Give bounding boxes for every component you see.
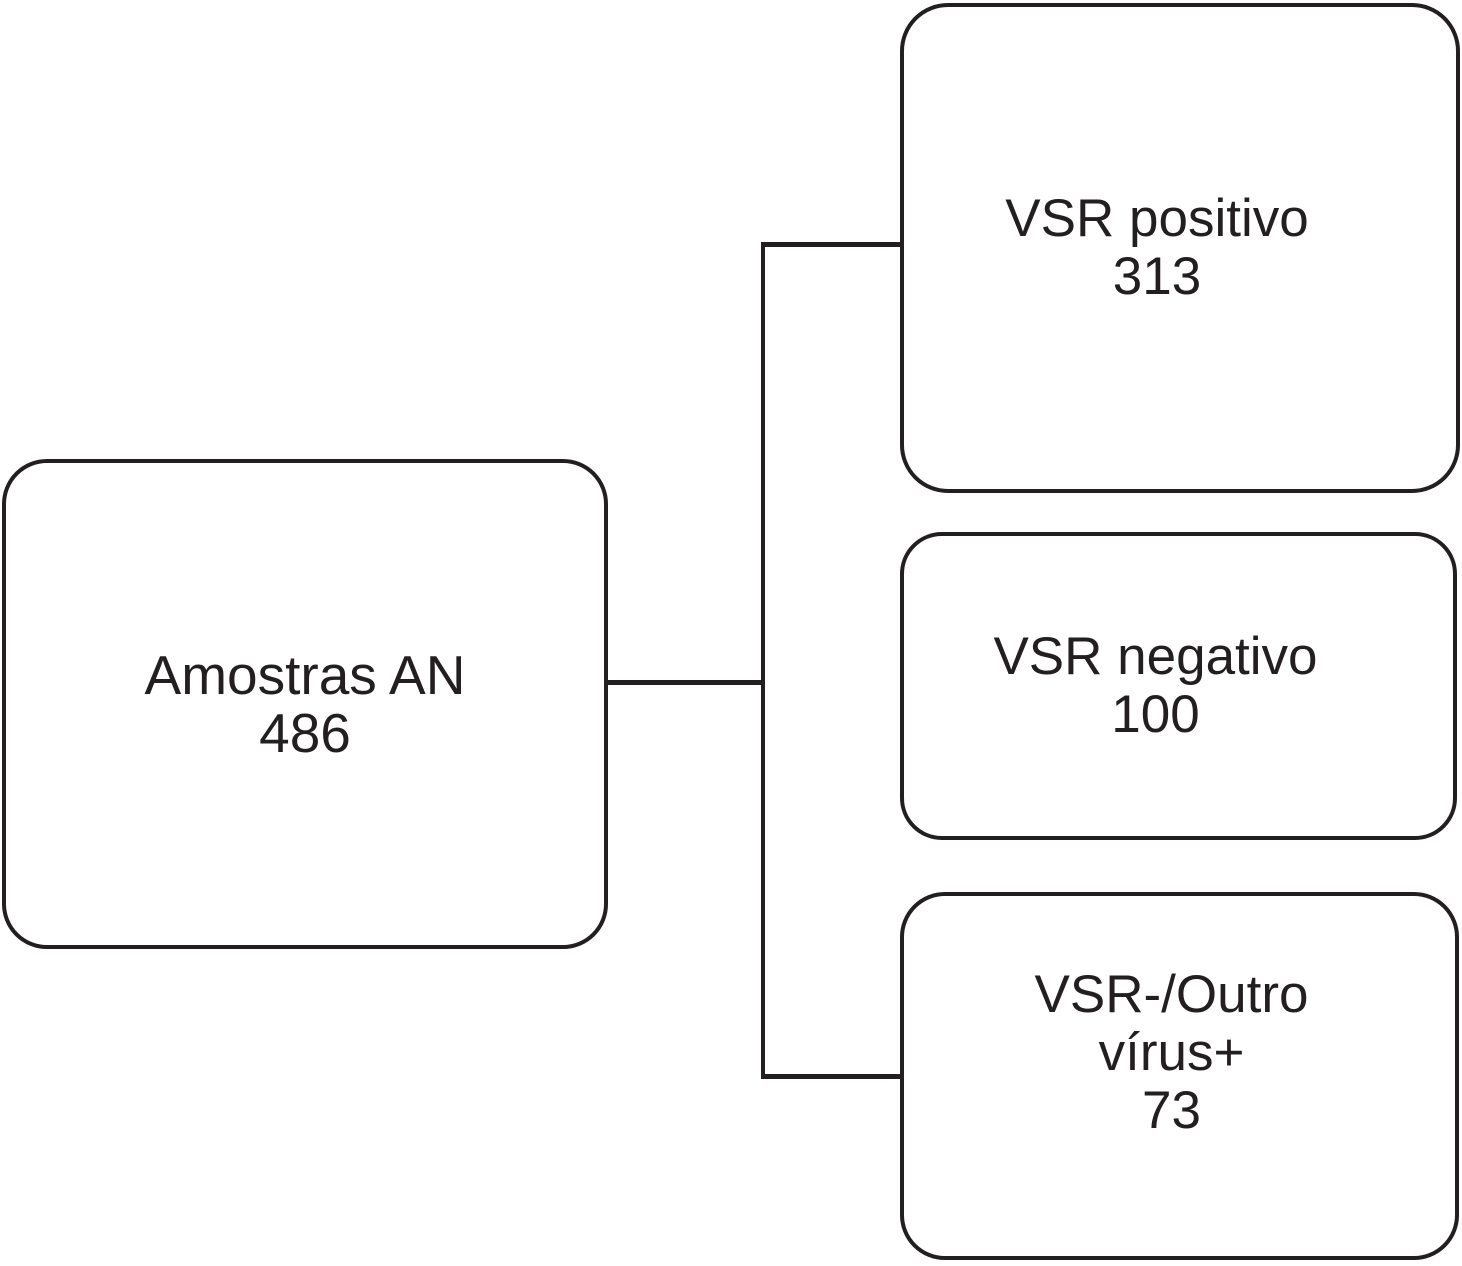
node-vsr-negativo-value: 100 <box>1111 685 1200 744</box>
connector-trunk-vertical <box>761 242 765 1079</box>
node-vsr-negativo: VSR negativo 100 <box>900 532 1457 840</box>
connector-trunk-to-vsr-positivo <box>763 242 902 247</box>
node-vsr-outro-virus-label-line2: vírus+ <box>1098 1023 1245 1082</box>
node-amostras-an-label: Amostras AN <box>144 644 466 706</box>
node-vsr-positivo-value: 313 <box>1112 247 1202 306</box>
node-amostras-an-value: 486 <box>259 702 351 764</box>
node-vsr-outro-virus: VSR-/Outro vírus+ 73 <box>900 892 1459 1260</box>
node-vsr-positivo: VSR positivo 313 <box>900 3 1460 493</box>
node-vsr-negativo-label: VSR negativo <box>993 627 1318 686</box>
node-vsr-outro-virus-label-line1: VSR-/Outro <box>1034 965 1309 1024</box>
connector-trunk-to-vsr-outro <box>763 1074 904 1079</box>
node-vsr-positivo-label: VSR positivo <box>1005 189 1309 248</box>
node-vsr-outro-virus-value: 73 <box>1142 1081 1201 1140</box>
node-amostras-an: Amostras AN 486 <box>2 459 608 949</box>
connector-root-to-trunk <box>606 680 765 685</box>
